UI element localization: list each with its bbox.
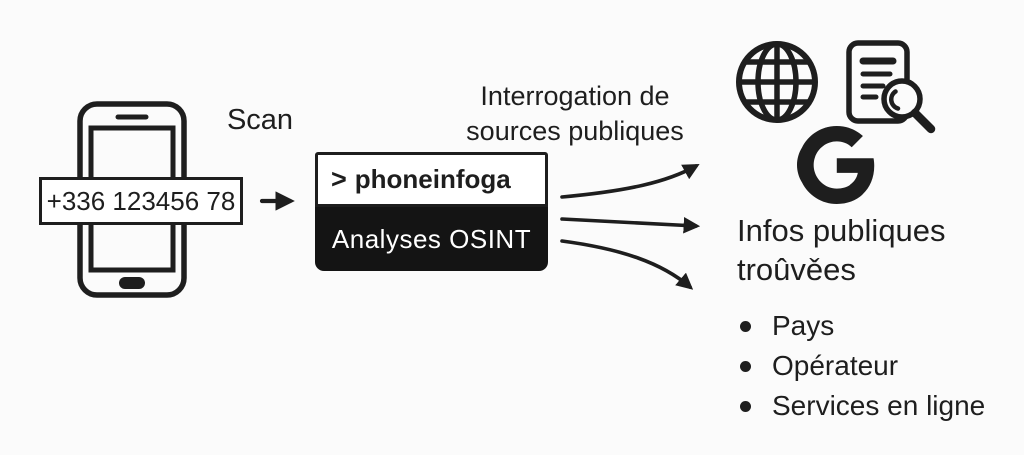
query-arrow-middle (560, 217, 701, 234)
query-arrow-top (560, 164, 700, 199)
terminal-command-row: > phoneinfoga (315, 152, 548, 207)
terminal-prompt: > (331, 164, 347, 194)
list-item-label: Opérateur (772, 350, 899, 381)
globe-icon (736, 41, 818, 123)
terminal-command-text: phoneinfoga (354, 164, 511, 194)
results-title: Infos publiques troûvěes (737, 211, 997, 289)
bullet-dot (740, 360, 751, 372)
list-item: Pays (740, 306, 1010, 346)
results-list: Pays Opérateur Services en ligne (740, 306, 1010, 426)
terminal-banner-text: Analyses OSINT (331, 223, 532, 254)
list-item: Services en ligne (740, 386, 1010, 426)
list-item-label: Services en ligne (772, 390, 986, 421)
phoneinfoga-terminal-box: > phoneinfoga Analyses OSINT (315, 152, 548, 271)
phone-number-text: +336 123456 78 (46, 185, 236, 216)
google-g-icon (797, 126, 875, 204)
results-title-line1: Infos publiques (737, 213, 946, 248)
results-title-line2: troûvěes (737, 252, 856, 287)
phone-number-label: +336 123456 78 (39, 177, 243, 225)
query-arrow-bottom (560, 239, 694, 290)
list-item-label: Pays (772, 310, 835, 341)
query-sources-line1: Interrogation de (480, 81, 670, 111)
terminal-banner: Analyses OSINT (315, 207, 548, 271)
query-sources-line2: sources publiques (466, 116, 684, 146)
list-item: Opérateur (740, 346, 1010, 386)
bullet-dot (740, 400, 751, 412)
document-search-icon (846, 40, 936, 134)
scan-label: Scan (226, 104, 294, 136)
query-sources-label: Interrogation de sources publiques (440, 79, 710, 149)
bullet-dot (740, 320, 751, 332)
